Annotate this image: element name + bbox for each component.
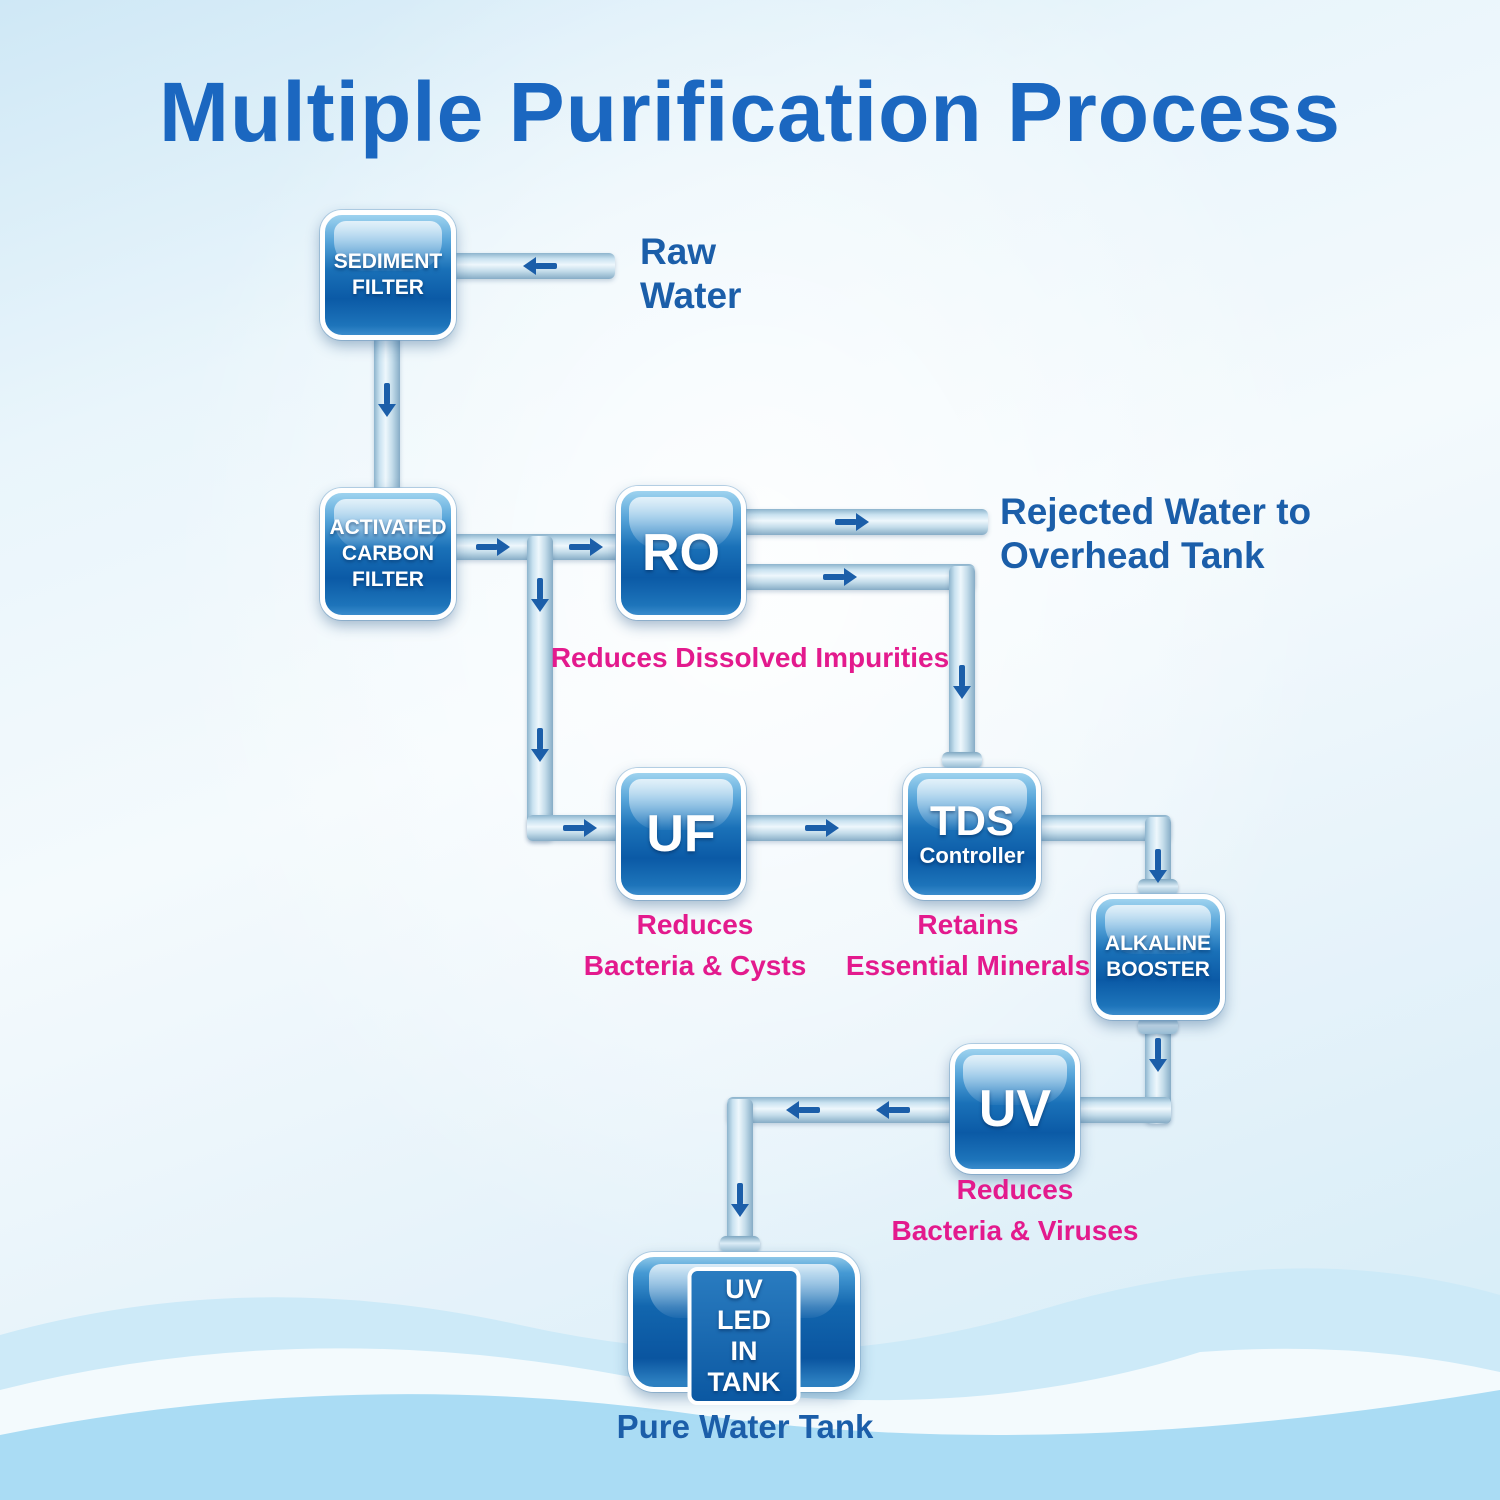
note-line: Reduces — [956, 1174, 1074, 1205]
node-label: ALKALINE — [1104, 931, 1212, 955]
node-label: UV — [978, 1080, 1052, 1138]
node-label: RO — [642, 524, 720, 582]
uf-note: Reduces Bacteria & Cysts — [555, 905, 835, 986]
node-label: FILTER — [352, 568, 424, 592]
node-sublabel: Controller — [919, 843, 1025, 869]
note-line: Reduces — [636, 909, 754, 940]
label-line: Overhead Tank — [1000, 535, 1265, 577]
pipe-collar — [1138, 1018, 1178, 1034]
node-tds-controller: TDS Controller — [903, 768, 1041, 900]
node-label: UV LED — [716, 1274, 771, 1336]
tds-note: Retains Essential Minerals — [828, 905, 1108, 986]
label-line: Rejected Water to — [1000, 491, 1312, 532]
uv-note: Reduces Bacteria & Viruses — [875, 1170, 1155, 1251]
label-line: Raw — [640, 231, 717, 272]
node-label: IN TANK — [707, 1336, 781, 1398]
rejected-water-label: Rejected Water to Overhead Tank — [1000, 490, 1311, 579]
flow-arrow-down-icon — [1149, 849, 1167, 883]
node-uf: UF — [616, 768, 746, 900]
flow-arrow-right-icon — [569, 538, 603, 556]
node-label: UF — [646, 805, 716, 863]
note-line: Bacteria & Viruses — [891, 1214, 1139, 1246]
ro-note: Reduces Dissolved Impurities — [520, 638, 980, 679]
pipe-collar — [1138, 879, 1178, 895]
flow-arrow-right-icon — [823, 568, 857, 586]
node-label: FILTER — [352, 276, 424, 299]
flow-arrow-right-icon — [476, 538, 510, 556]
note-line: Reduces Dissolved Impurities — [550, 642, 950, 673]
note-line: Bacteria & Cysts — [583, 949, 807, 981]
node-label: ACTIVATED — [329, 515, 447, 539]
page-title: Multiple Purification Process — [159, 65, 1341, 159]
tank-label: UV LED IN TANK — [687, 1267, 801, 1406]
node-uv: UV — [950, 1044, 1080, 1174]
flow-arrow-left-icon — [876, 1101, 910, 1119]
flow-arrow-down-icon — [531, 728, 549, 762]
pipe-ro-to-tds-horizontal — [740, 564, 975, 590]
label-line: Water — [640, 275, 742, 317]
flow-arrow-left-icon — [786, 1101, 820, 1119]
flow-arrow-right-icon — [563, 819, 597, 837]
flow-arrow-down-icon — [1149, 1038, 1167, 1072]
node-label: SEDIMENT — [333, 249, 443, 273]
flow-arrow-left-icon — [523, 257, 557, 275]
raw-water-label: Raw Water — [640, 230, 741, 319]
node-sediment-filter: SEDIMENT FILTER — [320, 210, 456, 340]
note-line: Retains — [917, 909, 1019, 940]
pipe-collar — [942, 752, 982, 768]
node-activated-carbon-filter: ACTIVATED CARBON FILTER — [320, 488, 456, 620]
flow-arrow-right-icon — [835, 513, 869, 531]
node-uv-led-tank: UV LED IN TANK — [628, 1252, 860, 1406]
node-label: CARBON — [341, 541, 435, 565]
pure-water-tank-caption: Pure Water Tank — [616, 1408, 874, 1445]
flow-arrow-down-icon — [731, 1183, 749, 1217]
flow-arrow-right-icon — [805, 819, 839, 837]
note-line: Essential Minerals — [845, 949, 1091, 981]
flow-arrow-down-icon — [378, 383, 396, 417]
pipe-alkaline-to-uv-horizontal — [1074, 1097, 1171, 1123]
pipe-collar — [720, 1236, 760, 1252]
node-alkaline-booster: ALKALINE BOOSTER — [1091, 894, 1225, 1020]
pipe-uv-to-tank — [727, 1099, 753, 1259]
node-label: BOOSTER — [1106, 958, 1210, 981]
node-label: TDS — [930, 796, 1014, 844]
flow-arrow-down-icon — [531, 578, 549, 612]
pipe-uv-left — [727, 1097, 957, 1123]
node-ro: RO — [616, 486, 746, 620]
